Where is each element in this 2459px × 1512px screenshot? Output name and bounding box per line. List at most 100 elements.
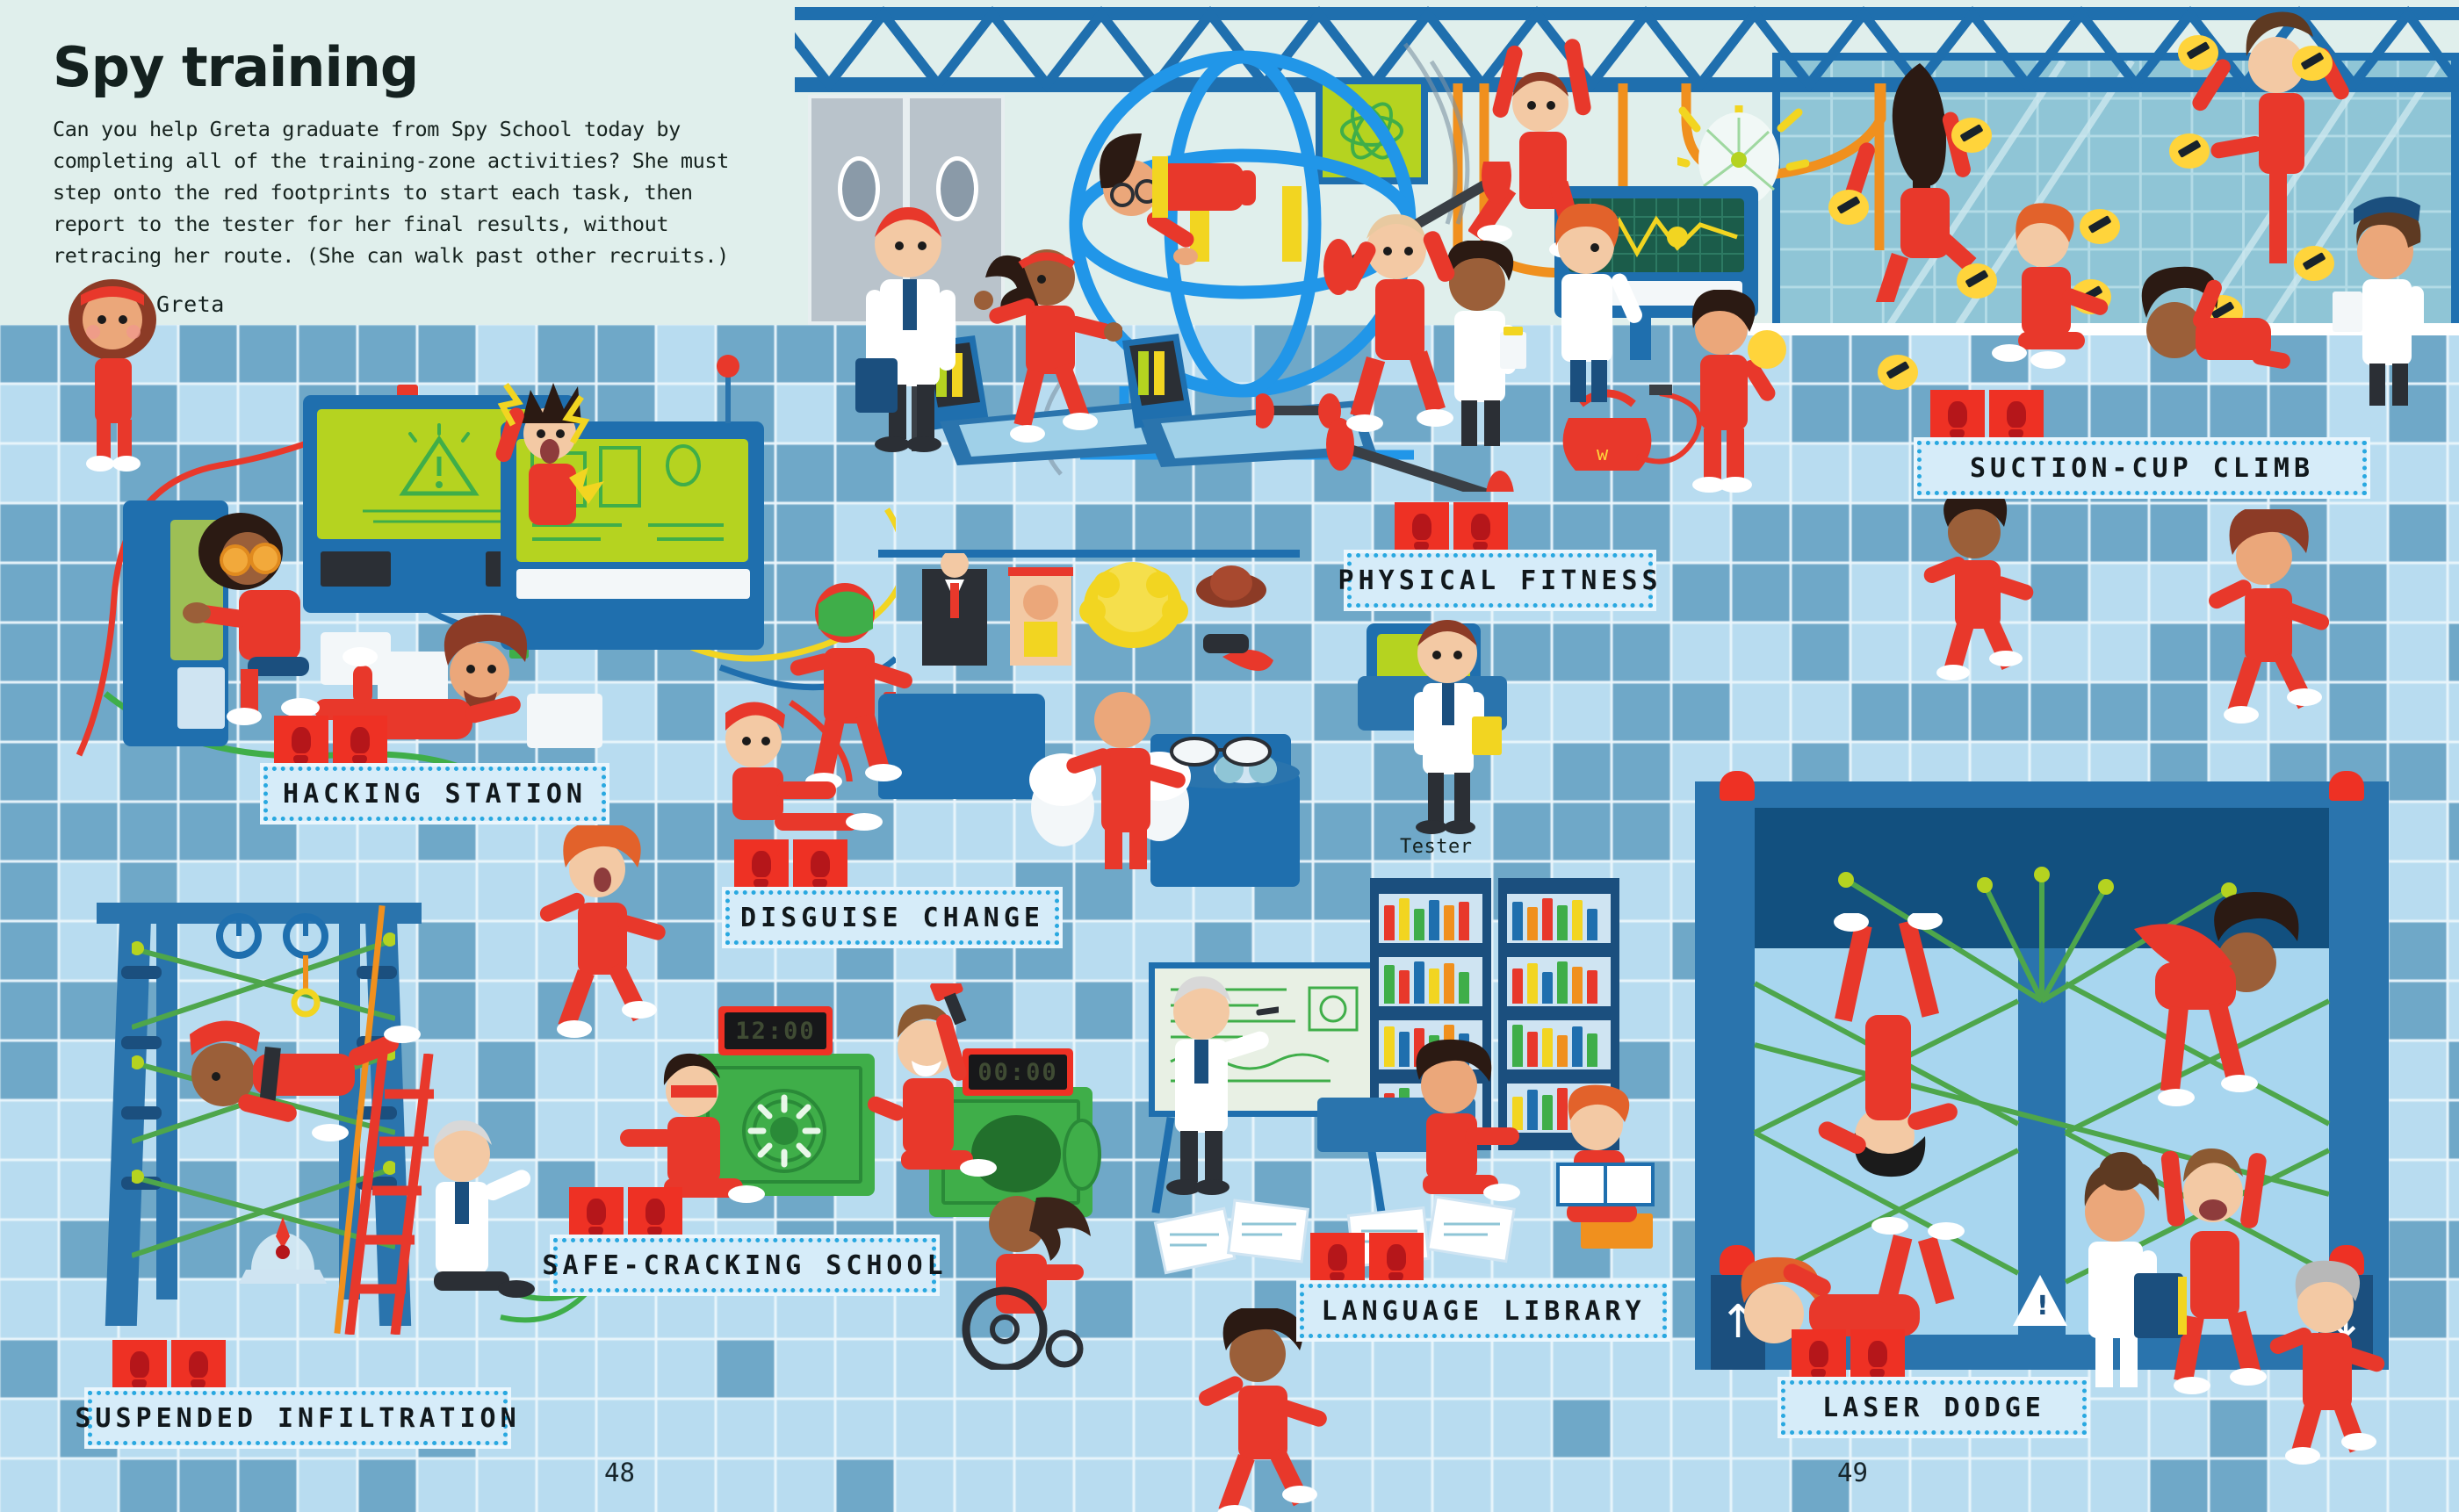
footprint-icon: [171, 1340, 226, 1389]
disguise-mannequins[interactable]: [896, 553, 1300, 799]
hacking-secondary-terminal[interactable]: [501, 355, 764, 650]
instructor-fitness[interactable]: [854, 200, 985, 455]
zone-label-text: DISGUISE CHANGE: [740, 902, 1044, 933]
recruit-library-reading[interactable]: [1528, 1080, 1686, 1247]
start-pad-language-library[interactable]: [1310, 1233, 1424, 1282]
disguise-podium-left[interactable]: [878, 694, 1045, 799]
start-pad-safe-cracking-school[interactable]: [569, 1187, 682, 1236]
greta-label: Greta: [156, 292, 225, 317]
recruit-hacker-shocked[interactable]: [485, 372, 643, 565]
operator-keypad[interactable]: [177, 667, 225, 729]
scientist-clipboard-fitness[interactable]: [1423, 241, 1537, 460]
page-number-left: 48: [604, 1458, 635, 1487]
recruit-hacker-lying[interactable]: [269, 615, 559, 773]
recruit-hacker-seated[interactable]: [163, 497, 357, 725]
recruit-suction-test[interactable]: [1667, 290, 1790, 500]
safe-right[interactable]: [929, 1087, 1101, 1217]
zone-label-laser-dodge[interactable]: LASER DODGE: [1781, 1380, 2087, 1435]
zone-label-text: SUCTION-CUP CLIMB: [1969, 452, 2315, 484]
start-pad-physical-fitness[interactable]: [1395, 502, 1508, 551]
footprint-icon: [1453, 502, 1508, 551]
recruit-weightlifter[interactable]: [1328, 193, 1486, 448]
hacking-joystick-2[interactable]: [378, 652, 448, 706]
hacking-controller[interactable]: [527, 694, 602, 748]
hacking-switch-bank-left[interactable]: [321, 551, 391, 587]
start-pad-laser-dodge[interactable]: [1792, 1329, 1905, 1379]
footprint-icon: [628, 1187, 682, 1236]
safe-right-door-panel: [1063, 1119, 1101, 1191]
hacking-keyboard[interactable]: [516, 569, 750, 599]
infiltration-alarm-dome: [239, 1217, 327, 1284]
laser-room-centre-pillar: [2018, 948, 2066, 1335]
recruit-running-library[interactable]: [1184, 1308, 1342, 1512]
instructor-language-teacher[interactable]: [1129, 964, 1279, 1210]
start-pad-suction-cup-climb[interactable]: [1930, 390, 2044, 439]
zone-label-text: SAFE-CRACKING SCHOOL: [542, 1249, 948, 1281]
scientist-fitness-console[interactable]: [1528, 204, 1642, 414]
treadmill-2[interactable]: [1107, 290, 1388, 474]
zone-label-text: HACKING STATION: [283, 778, 587, 810]
recruit-running-midleft[interactable]: [527, 825, 685, 1045]
climber-right[interactable]: [2189, 11, 2364, 274]
shoe-sole-icon: [1471, 514, 1490, 551]
recruit-running-right-a[interactable]: [1915, 492, 2046, 685]
start-pad-hacking-station[interactable]: [274, 716, 387, 765]
recruit-laser-handstand[interactable]: [1800, 913, 1976, 1194]
shoe-sole-icon: [752, 851, 771, 889]
recruit-laser-caught[interactable]: [2125, 1133, 2301, 1396]
recruit-running-right-b[interactable]: [2192, 509, 2350, 729]
safe-right-timer: 00:00: [963, 1048, 1073, 1096]
bookshelf-row: [1379, 957, 1482, 1006]
character-tester[interactable]: [1388, 615, 1511, 834]
recruit-wheelchair[interactable]: [941, 1177, 1117, 1370]
recruit-safe-hammer[interactable]: [850, 983, 1017, 1212]
tester-label: Tester: [1400, 836, 1473, 858]
footprint-icon: [734, 839, 789, 889]
zone-label-suction-cup-climb[interactable]: SUCTION-CUP CLIMB: [1917, 441, 2367, 495]
infiltration-ladder[interactable]: [332, 1054, 446, 1335]
treadmill-1[interactable]: [905, 290, 1168, 465]
recruit-suspended-climber[interactable]: [158, 1001, 439, 1168]
zone-label-physical-fitness[interactable]: PHYSICAL FITNESS: [1338, 553, 1658, 608]
disguise-glasses-tray[interactable]: [1149, 722, 1307, 783]
recruit-laser-fallen[interactable]: [1721, 1212, 1994, 1370]
instructor-laser-dodge[interactable]: [2046, 1141, 2196, 1405]
climber-left[interactable]: [1835, 56, 2011, 302]
start-pad-suspended-infiltration[interactable]: [112, 1340, 226, 1389]
instructor-suction-climb[interactable]: [2327, 193, 2459, 413]
recruit-disguise-sitting[interactable]: [690, 685, 883, 843]
start-pad-disguise-change[interactable]: [734, 839, 847, 889]
recruit-safe-laser-cutter[interactable]: [606, 1036, 782, 1229]
shoe-sole-icon: [1412, 514, 1431, 551]
safe-left[interactable]: [694, 1054, 875, 1196]
suction-cup-icon: [2080, 209, 2120, 244]
footprint-icon: [1930, 390, 1985, 439]
zone-label-suspended-infiltration[interactable]: SUSPENDED INFILTRATION: [75, 1391, 516, 1445]
recruit-treadmill-runner[interactable]: [973, 235, 1122, 455]
suction-cup-icon: [1957, 263, 1997, 299]
recruit-disguise-afro-wig[interactable]: [1045, 615, 1212, 869]
recruit-laser-bending[interactable]: [2099, 878, 2301, 1141]
laser-warning-exclamation: !: [2037, 1291, 2049, 1321]
hacking-antenna: [725, 367, 731, 423]
safe-left-timer-display: 12:00: [725, 1012, 826, 1049]
zone-label-disguise-change[interactable]: DISGUISE CHANGE: [725, 890, 1059, 945]
character-greta[interactable]: [61, 274, 167, 476]
suction-cup-icon: [2178, 35, 2218, 70]
free-weights[interactable]: [1256, 369, 1625, 492]
zone-label-safe-cracking-school[interactable]: SAFE-CRACKING SCHOOL: [542, 1238, 943, 1292]
recruit-library-sleeping[interactable]: [1368, 1036, 1544, 1212]
hacking-antenna-tip: [717, 355, 739, 378]
recruit-disguise-diver[interactable]: [773, 558, 931, 796]
recruit-fallen-suction[interactable]: [2090, 255, 2292, 395]
disguise-rail: [878, 550, 1300, 558]
zone-label-hacking-station[interactable]: HACKING STATION: [263, 767, 606, 821]
safe-right-open-cavity: [971, 1115, 1061, 1192]
recruit-kneeling-suction[interactable]: [1976, 202, 2134, 378]
infiltration-pulley[interactable]: [202, 913, 343, 1019]
instructor-suspended-infiltration[interactable]: [397, 1110, 555, 1356]
recruit-laser-peeking[interactable]: [2257, 1256, 2398, 1466]
zone-label-language-library[interactable]: LANGUAGE LIBRARY: [1300, 1284, 1667, 1338]
zone-label-text: LANGUAGE LIBRARY: [1321, 1295, 1646, 1327]
recruit-gyro[interactable]: [1080, 125, 1291, 300]
